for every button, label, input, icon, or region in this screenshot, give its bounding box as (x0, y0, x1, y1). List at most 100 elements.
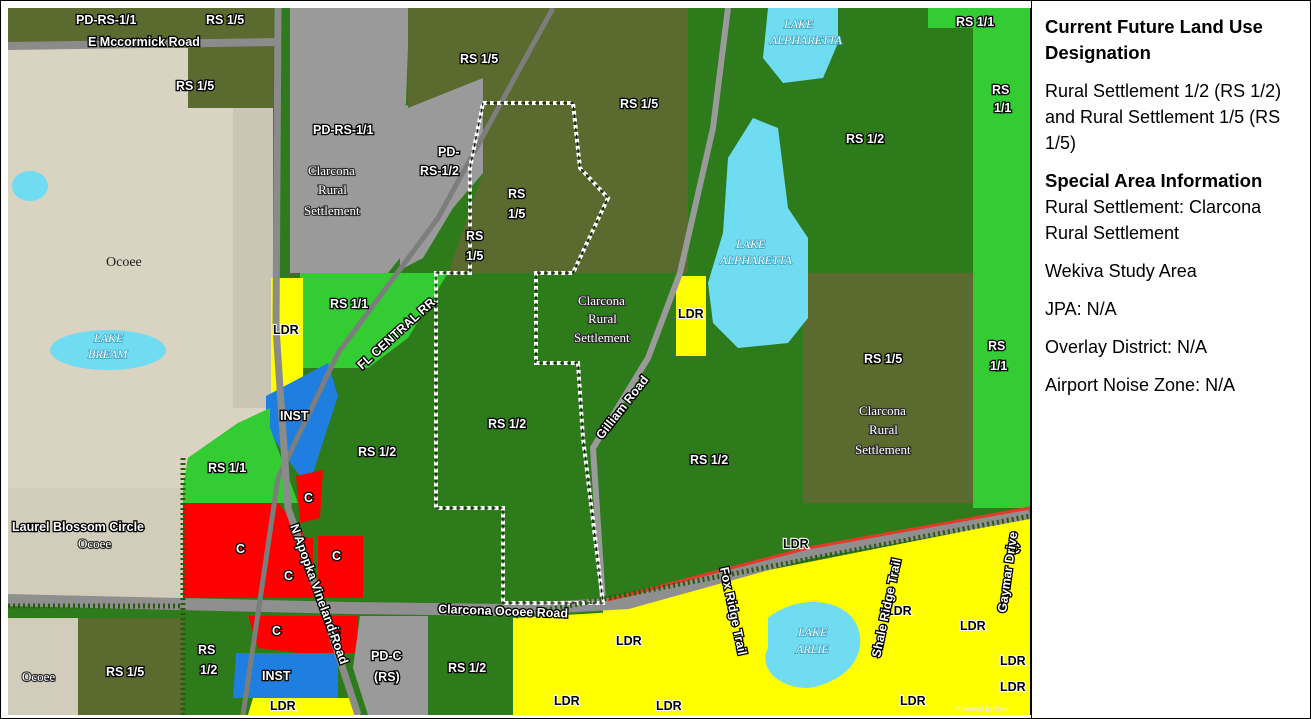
zone-ldr-south-c[interactable] (603, 518, 1030, 618)
flu-text: Rural Settlement 1/2 (RS 1/2) and Rural … (1045, 81, 1282, 153)
lake-label-alpharetta-n2: ALPHARETTA (769, 33, 842, 47)
label-rs11-ne: RS 1/1 (956, 15, 994, 29)
label-ldr-s1: LDR (783, 537, 809, 551)
zone-rs11-east[interactable] (973, 28, 1030, 508)
label-c-e2: C (331, 624, 340, 638)
wekiva-text: Wekiva Study Area (1045, 261, 1197, 281)
lake-label-alpharetta-s1: LAKE (735, 237, 766, 251)
pond-west (12, 171, 48, 201)
lake-bream[interactable] (50, 330, 166, 370)
label-rs15-east: RS 1/5 (864, 352, 902, 366)
place-clarcona-a: Clarcona (308, 163, 355, 178)
place-settlement-c: Settlement (855, 442, 911, 457)
zone-pdrs-top[interactable] (73, 8, 185, 26)
place-clarcona-c: Clarcona (859, 403, 906, 418)
label-rs11-rail: RS 1/1 (330, 297, 368, 311)
label-rs12-ne: RS 1/2 (846, 132, 884, 146)
zone-rs11-rail[interactable] (300, 273, 448, 368)
label-ldr-s9: LDR (270, 699, 296, 713)
lake-alpharetta-north[interactable] (763, 8, 838, 83)
label-11-east2: 1/1 (990, 359, 1007, 373)
rail-fl-central[interactable] (240, 8, 556, 715)
map-canvas[interactable]: PD-RS-1/1 RS 1/5 RS 1/1 RS 1/5 RS 1/5 RS… (8, 8, 1030, 715)
label-rs-east2: RS (988, 339, 1005, 353)
zone-rs12-pd[interactable] (428, 616, 513, 715)
label-pdrs11-top: PD-RS-1/1 (76, 13, 136, 27)
place-rural-b: Rural (588, 311, 617, 326)
airport-text: Airport Noise Zone: N/A (1045, 375, 1236, 395)
zone-rs15-sw[interactable] (78, 618, 183, 715)
zone-rs15-along-rail[interactable] (448, 128, 603, 273)
label-rs12-west: RS 1/2 (358, 445, 396, 459)
zone-rs11-ne[interactable] (928, 8, 1030, 28)
road-label-clarcona-ocoee: Clarcona Ocoee Road (438, 602, 568, 621)
label-ldr-sw2: LDR (656, 699, 682, 713)
lake-alpharetta-south[interactable] (708, 118, 808, 348)
lake-arlie[interactable] (765, 601, 861, 688)
label-pdc: PD-C (371, 649, 402, 663)
road-mccormick[interactable] (8, 38, 279, 50)
zone-ocoee-city-south[interactable] (8, 488, 183, 598)
label-rs15-nw: RS 1/5 (176, 79, 214, 93)
label-ldr-s8: LDR (900, 694, 926, 708)
zone-inst-b[interactable] (233, 653, 338, 698)
zone-rs15-nw[interactable] (8, 8, 273, 108)
label-ldr-s3: LDR (960, 619, 986, 633)
place-ocoee-laurel: Ocoee (78, 536, 111, 551)
info-panel: Current Future Land Use Designation Rura… (1031, 0, 1309, 719)
label-c-e1: C (272, 624, 281, 638)
label-ldr-a: LDR (273, 323, 299, 337)
label-15-center: 1/5 (508, 207, 525, 221)
label-rs12-pd: RS 1/2 (448, 661, 486, 675)
zone-commercial-c[interactable] (318, 536, 363, 598)
label-c-a: C (236, 542, 245, 556)
zone-ldr-south-a[interactable] (248, 698, 360, 715)
label-rsp: (RS) (374, 670, 400, 684)
road-apopka-vineland[interactable] (272, 8, 362, 715)
zone-ocoee-city-sw[interactable] (8, 618, 78, 715)
zone-ocoee-city[interactable] (8, 48, 273, 488)
zone-pd-rs-1-1[interactable] (290, 8, 408, 273)
jpa-text: JPA: N/A (1045, 299, 1117, 319)
boundary-clarcona-study[interactable] (434, 101, 611, 605)
zone-ldr-gilliam[interactable] (676, 276, 706, 356)
label-rs-center: RS (508, 187, 525, 201)
label-ldr-gilliam: LDR (678, 307, 704, 321)
zone-rs15-east[interactable] (803, 273, 973, 503)
special-area-heading: Special Area Information (1045, 170, 1263, 191)
label-ldr-s6: LDR (1000, 680, 1026, 694)
place-ocoee-main: Ocoee (106, 255, 142, 270)
label-c-c: C (332, 549, 341, 563)
place-rural-a: Rural (318, 182, 347, 197)
label-rs11-west: RS 1/1 (208, 461, 246, 475)
place-clarcona-b: Clarcona (578, 293, 625, 308)
zone-rs15-north[interactable] (408, 8, 688, 273)
zone-pd-rs-1-2[interactable] (400, 78, 483, 270)
lake-label-bream-1: LAKE (93, 331, 124, 345)
label-rs12-center: RS 1/2 (488, 417, 526, 431)
label-12-sw: 1/2 (200, 663, 217, 677)
lake-label-alpharetta-s2: ALPHARETTA (719, 253, 792, 267)
zone-commercial-d[interactable] (296, 470, 323, 523)
boundary-clarcona-outline (435, 102, 609, 604)
label-rs-rail: RS (466, 229, 483, 243)
lake-label-bream-2: BREAM (88, 347, 128, 361)
label-inst-a: INST (280, 409, 309, 423)
label-15-rail: 1/5 (466, 249, 483, 263)
special-area-text: Rural Settlement: Clarcona Rural Settlem… (1045, 197, 1262, 243)
label-pd: PD- (438, 145, 460, 159)
road-label-laurel: Laurel Blossom Circle (12, 520, 144, 534)
place-ocoee-sw: Ocoee (22, 669, 55, 684)
lake-label-arlie-2: ARLIE (795, 642, 829, 656)
label-inst-b: INST (262, 669, 291, 683)
road-clarcona-ocoee[interactable] (8, 507, 1030, 617)
zone-pd-c[interactable] (353, 616, 428, 715)
place-settlement-a: Settlement (304, 203, 360, 218)
label-rs15-sw: RS 1/5 (106, 665, 144, 679)
zone-rs11-west[interactable] (183, 408, 298, 503)
label-rs15-a: RS 1/5 (460, 52, 498, 66)
land-use-map[interactable]: PD-RS-1/1 RS 1/5 RS 1/1 RS 1/5 RS 1/5 RS… (8, 8, 1031, 715)
road-gilliam[interactable] (589, 8, 731, 604)
label-rs-sw: RS (198, 643, 215, 657)
label-rs12b: RS-1/2 (420, 164, 459, 178)
